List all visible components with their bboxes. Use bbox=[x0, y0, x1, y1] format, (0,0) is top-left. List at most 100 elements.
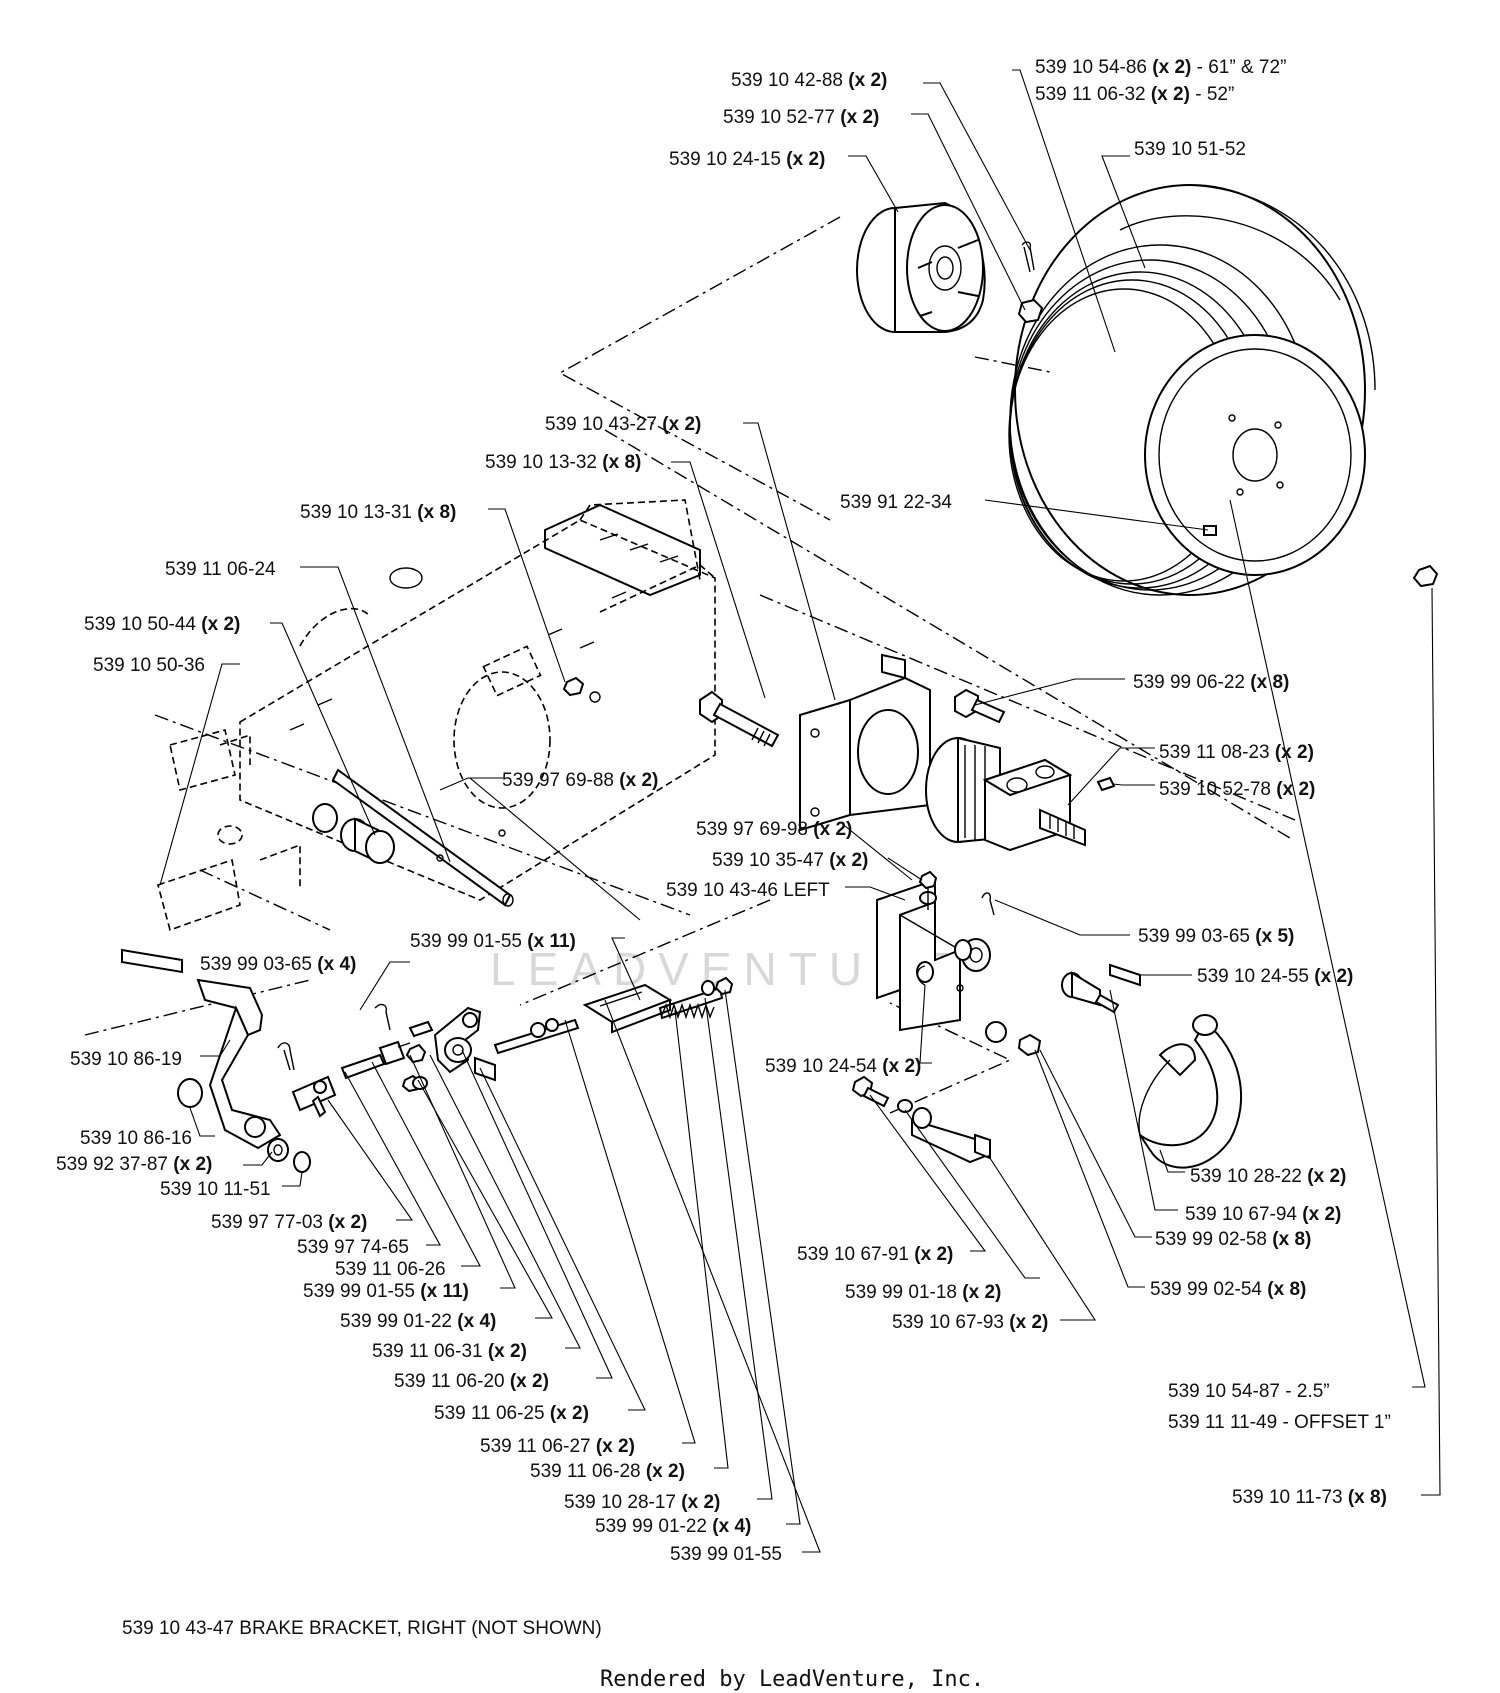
callout: 539 10 24-15 (x 2) bbox=[669, 149, 825, 170]
brake-rod bbox=[493, 1018, 580, 1055]
callout: 539 99 01-18 (x 2) bbox=[845, 1282, 1001, 1303]
callout: 539 10 67-94 (x 2) bbox=[1185, 1204, 1341, 1225]
callout: 539 10 35-47 (x 2) bbox=[712, 850, 868, 871]
callout: 539 11 06-32 (x 2) - 52” bbox=[1035, 84, 1234, 105]
spring-pin bbox=[374, 1003, 391, 1031]
footnote: 539 10 43-47 BRAKE BRACKET, RIGHT (NOT S… bbox=[122, 1618, 602, 1639]
callout: 539 11 06-31 (x 2) bbox=[372, 1341, 527, 1362]
callout: 539 97 77-03 (x 2) bbox=[211, 1212, 367, 1233]
callout: 539 10 11-51 bbox=[160, 1179, 271, 1200]
callout: 539 99 01-22 (x 4) bbox=[340, 1311, 496, 1332]
bellcrank bbox=[433, 1006, 482, 1074]
callout: 539 10 54-86 (x 2) - 61” & 72” bbox=[1035, 57, 1286, 78]
callout: 539 10 67-91 (x 2) bbox=[797, 1244, 953, 1265]
brake-arm bbox=[196, 978, 282, 1150]
callout: 539 92 37-87 (x 2) bbox=[56, 1154, 212, 1175]
eye-bolt bbox=[1061, 971, 1120, 1014]
callout: 539 91 22-34 bbox=[840, 492, 952, 513]
callout: 539 10 54-87 - 2.5” bbox=[1168, 1381, 1330, 1402]
rod-end bbox=[340, 1040, 411, 1080]
pin bbox=[408, 1020, 434, 1038]
bracket-washer-2 bbox=[985, 1021, 1007, 1043]
callout: 539 10 13-32 (x 8) bbox=[485, 452, 641, 473]
callout: 539 99 06-22 (x 8) bbox=[1133, 672, 1289, 693]
bracket-washer bbox=[916, 961, 934, 983]
callout: 539 11 06-20 (x 2) bbox=[394, 1371, 549, 1392]
callout: 539 99 02-54 (x 8) bbox=[1150, 1279, 1306, 1300]
retaining-ring bbox=[293, 1151, 311, 1173]
cotter-pin bbox=[1021, 241, 1035, 273]
bracket-nut bbox=[1017, 1033, 1042, 1057]
callout: 539 10 42-88 (x 2) bbox=[731, 70, 887, 91]
brake-cam bbox=[954, 938, 991, 972]
brake-lever bbox=[911, 1107, 991, 1164]
callout: 539 11 06-24 bbox=[165, 559, 276, 580]
callout: 539 97 74-65 bbox=[297, 1237, 409, 1258]
top-bracket bbox=[544, 503, 701, 597]
spring-nut bbox=[714, 976, 734, 996]
bushing bbox=[177, 1078, 203, 1108]
callout-labels: 539 10 54-86 (x 2) - 61” & 72” 539 11 06… bbox=[56, 57, 1391, 1565]
callout: 539 10 50-36 bbox=[93, 655, 205, 676]
callout: 539 10 52-78 (x 2) bbox=[1159, 779, 1315, 800]
yoke bbox=[582, 983, 673, 1034]
callout: 539 11 06-27 (x 2) bbox=[480, 1436, 635, 1457]
callout: 539 10 86-16 bbox=[80, 1128, 192, 1149]
cotter-pin-bracket bbox=[981, 892, 995, 916]
callout: 539 11 06-26 bbox=[335, 1259, 446, 1280]
callout: 539 10 28-17 (x 2) bbox=[564, 1492, 720, 1513]
spring-washer bbox=[701, 980, 715, 996]
callout: 539 10 24-55 (x 2) bbox=[1197, 966, 1353, 987]
tire-assembly bbox=[1008, 184, 1376, 596]
axle-shaft bbox=[331, 768, 514, 907]
lug-nut bbox=[1412, 564, 1439, 588]
pivot-pin bbox=[1109, 963, 1141, 987]
jam-nut bbox=[405, 1043, 427, 1064]
bracket-bolt bbox=[918, 870, 938, 910]
frame-nut bbox=[562, 676, 585, 697]
callout: 539 10 43-46 LEFT bbox=[666, 880, 830, 901]
frame-plate bbox=[239, 499, 716, 901]
brake-band bbox=[1138, 1014, 1243, 1169]
callout: 539 99 03-65 (x 5) bbox=[1138, 926, 1294, 947]
bellcrank-pin bbox=[474, 1056, 496, 1082]
lever-bolt bbox=[851, 1075, 890, 1108]
callout: 539 10 43-27 (x 2) bbox=[545, 414, 701, 435]
hydraulic-motor bbox=[925, 736, 1086, 852]
callout: 539 11 06-28 (x 2) bbox=[530, 1461, 685, 1482]
callout: 539 97 69-98 (x 2) bbox=[696, 819, 852, 840]
callout: 539 99 01-22 (x 4) bbox=[595, 1516, 751, 1537]
shaft-key bbox=[1096, 776, 1116, 792]
callout: 539 10 28-22 (x 2) bbox=[1190, 1166, 1346, 1187]
motor-bracket bbox=[799, 653, 931, 832]
bracket-clip bbox=[916, 965, 926, 986]
brake-bracket bbox=[876, 878, 964, 1032]
callout: 539 99 01-55 (x 11) bbox=[303, 1281, 469, 1302]
callout: 539 97 69-88 (x 2) bbox=[502, 770, 658, 791]
long-bolt bbox=[699, 690, 780, 748]
callout: 539 11 06-25 (x 2) bbox=[434, 1403, 589, 1424]
leader-lines bbox=[159, 69, 1441, 1553]
credit-text: Rendered by LeadVenture, Inc. bbox=[600, 1667, 984, 1692]
callout: 539 10 51-52 bbox=[1134, 139, 1246, 160]
callout: 539 10 13-31 (x 8) bbox=[300, 502, 456, 523]
callout: 539 99 01-55 (x 11) bbox=[410, 931, 576, 952]
spring bbox=[658, 986, 724, 1020]
callout: 539 10 11-73 (x 8) bbox=[1232, 1487, 1387, 1508]
wheel-hub bbox=[856, 201, 986, 333]
callout: 539 99 01-55 bbox=[670, 1544, 782, 1565]
callout: 539 10 52-77 (x 2) bbox=[723, 107, 879, 128]
callout: 539 99 02-58 (x 8) bbox=[1155, 1229, 1311, 1250]
flat-bar bbox=[121, 948, 183, 974]
callout: 539 11 08-23 (x 2) bbox=[1159, 742, 1314, 763]
callout: 539 10 86-19 bbox=[70, 1049, 182, 1070]
callout: 539 10 67-93 (x 2) bbox=[892, 1312, 1048, 1333]
lever-washer bbox=[897, 1099, 913, 1113]
callout: 539 10 24-54 (x 2) bbox=[765, 1056, 921, 1077]
callout: 539 10 50-44 (x 2) bbox=[84, 614, 240, 635]
callout: 539 11 11-49 - OFFSET 1” bbox=[1168, 1412, 1391, 1433]
callout: 539 99 03-65 (x 4) bbox=[200, 954, 356, 975]
left-bracket bbox=[157, 729, 301, 932]
washer bbox=[267, 1138, 289, 1162]
